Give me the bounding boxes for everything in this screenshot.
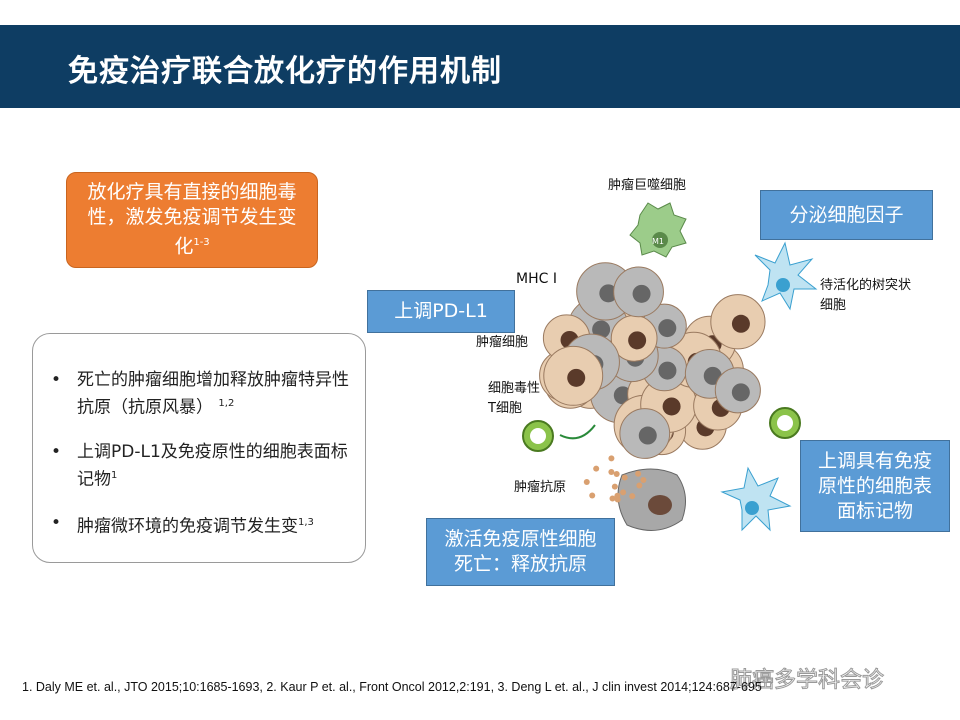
antigen-dot bbox=[614, 496, 621, 503]
macrophage-icon bbox=[629, 202, 687, 258]
slide-title: 免疫治疗联合放化疗的作用机制 bbox=[68, 54, 502, 89]
t-cell-label: 细胞毒性T细胞 bbox=[488, 381, 541, 416]
mhc-label: MHC I bbox=[516, 271, 557, 287]
m1-label: M1 bbox=[652, 237, 664, 246]
antigen-dot bbox=[620, 489, 627, 496]
tumor-cell-nucleus bbox=[731, 383, 750, 402]
orange-box-ref: 1-3 bbox=[193, 237, 210, 249]
antigen-dot bbox=[629, 493, 636, 500]
orange-summary-box: 放化疗具有直接的细胞毒性，激发免疫调节发生变化1-3 bbox=[66, 172, 318, 268]
bullet-ref: 1,3 bbox=[298, 517, 314, 529]
tumor-cell-nucleus bbox=[628, 331, 647, 350]
cytokines-box: 分泌细胞因子 bbox=[760, 190, 933, 240]
antigen-dot bbox=[608, 468, 615, 475]
footnote-references: 1. Daly ME et. al., JTO 2015;10:1685-169… bbox=[22, 680, 762, 694]
antigen-dot bbox=[583, 479, 590, 486]
tumor-cell-nucleus bbox=[658, 319, 677, 338]
tumor-antigen-dots bbox=[583, 455, 647, 503]
macrophage-label: 肿瘤巨噬细胞 bbox=[608, 178, 687, 193]
antigen-dot bbox=[611, 483, 618, 490]
antigen-dot bbox=[609, 495, 616, 502]
bullet-panel: •死亡的肿瘤细胞增加释放肿瘤特异性抗原（抗原风暴） 1,2 •上调PD-L1及免… bbox=[32, 333, 366, 563]
antigen-label: 肿瘤抗原 bbox=[514, 480, 567, 495]
markers-box: 上调具有免疫原性的细胞表面标记物 bbox=[800, 440, 950, 532]
antigen-dot bbox=[608, 455, 615, 462]
bullet-text: 肿瘤微环境的免疫调节发生变 bbox=[77, 516, 298, 537]
tumor-cell-nucleus bbox=[658, 361, 677, 380]
orange-box-text: 放化疗具有直接的细胞毒性，激发免疫调节发生变化 bbox=[87, 181, 297, 258]
pdl1-box: 上调PD-L1 bbox=[367, 290, 515, 333]
antigen-dot bbox=[589, 492, 596, 499]
tumor-cell-nucleus bbox=[592, 320, 611, 339]
bullet-item: •上调PD-L1及免疫原性的细胞表面标记物1 bbox=[51, 441, 348, 490]
tumor-cell-label: 肿瘤细胞 bbox=[476, 335, 529, 350]
t-cell-icon bbox=[522, 407, 801, 452]
header-bar bbox=[0, 25, 960, 108]
antigen-dot bbox=[621, 474, 628, 481]
bullet-text: 上调PD-L1及免疫原性的细胞表面标记物 bbox=[77, 441, 348, 490]
antigen-dot bbox=[635, 470, 642, 477]
dendritic-label: 待活化的树突状细胞 bbox=[820, 278, 912, 313]
bullet-item: •肿瘤微环境的免疫调节发生变1,3 bbox=[51, 513, 314, 537]
antigen-dot bbox=[613, 470, 620, 477]
bullet-ref: 1,2 bbox=[218, 398, 235, 409]
dying-tumor-cell-icon bbox=[617, 468, 687, 531]
tumor-cell-cluster bbox=[539, 262, 766, 459]
bullet-ref: 1 bbox=[111, 469, 118, 481]
icd-box: 激活免疫原性细胞死亡：释放抗原 bbox=[426, 518, 615, 586]
tumor-cell-nucleus bbox=[662, 397, 681, 416]
antigen-dot bbox=[636, 482, 643, 489]
antigen-dot bbox=[640, 476, 647, 483]
tumor-cell-nucleus bbox=[731, 314, 750, 333]
bullet-item: •死亡的肿瘤细胞增加释放肿瘤特异性抗原（抗原风暴） 1,2 bbox=[51, 370, 349, 418]
antigen-dot bbox=[593, 465, 600, 472]
tumor-cell-nucleus bbox=[632, 284, 651, 303]
dendritic-cell-icon bbox=[754, 241, 818, 311]
bullet-text: 死亡的肿瘤细胞增加释放肿瘤特异性抗原（抗原风暴） bbox=[77, 370, 349, 418]
tumor-cell-nucleus bbox=[638, 426, 657, 445]
tumor-cell-nucleus bbox=[599, 284, 618, 303]
arrow-icon bbox=[559, 424, 596, 440]
dendritic-cell-icon bbox=[720, 466, 792, 532]
tumor-cell-nucleus bbox=[567, 368, 586, 387]
watermark: 肺癌多学科会诊 bbox=[729, 668, 885, 694]
